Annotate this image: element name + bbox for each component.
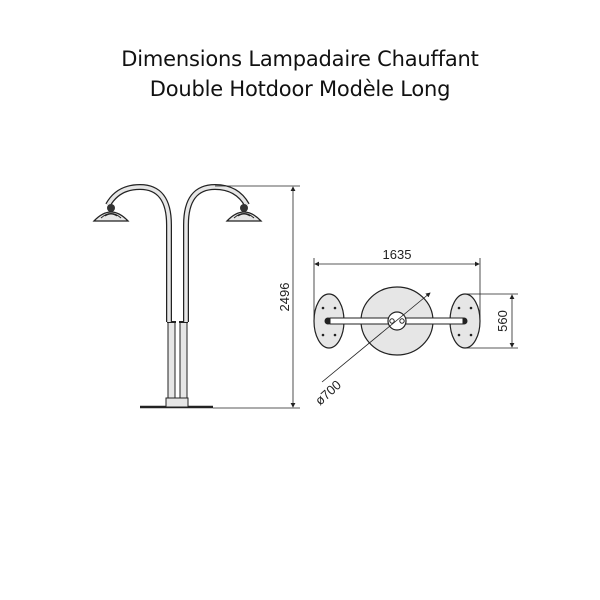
width-label: 1635 <box>383 247 412 262</box>
height-label: 2496 <box>277 283 292 312</box>
height-dimension: 2496 <box>213 185 300 409</box>
side-view-lamp <box>92 183 263 409</box>
top-view: 1635 ø700 560 <box>312 247 518 408</box>
title-line-2: Double Hotdoor Modèle Long <box>149 77 451 101</box>
left-heater-head <box>92 204 130 222</box>
right-heater-head <box>225 204 263 222</box>
depth-label: 560 <box>495 310 510 332</box>
title-line-1: Dimensions Lampadaire Chauffant <box>121 47 479 71</box>
diameter-label: ø700 <box>312 377 344 408</box>
